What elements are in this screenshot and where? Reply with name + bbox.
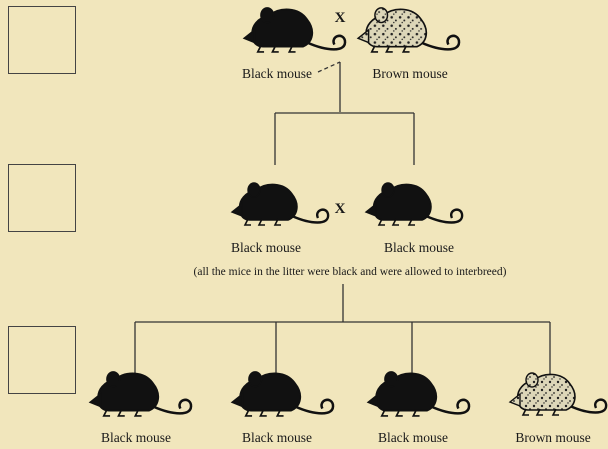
f2-label-4: Brown mouse: [515, 430, 590, 446]
f2-label-3: Black mouse: [378, 430, 448, 446]
f2-mouse-2-icon: [232, 372, 333, 416]
f2-label-2: Black mouse: [242, 430, 312, 446]
f2-label-1: Black mouse: [101, 430, 171, 446]
f2-mouse-1-icon: [90, 372, 191, 416]
parent-left-label: Black mouse: [242, 66, 312, 82]
cross-symbol-parents: X: [335, 10, 346, 27]
f1-mouse-left-icon: [232, 183, 328, 225]
f1-left-label: Black mouse: [231, 240, 301, 256]
f1-note: (all the mice in the litter were black a…: [194, 266, 507, 278]
f2-mouse-3-icon: [368, 372, 469, 416]
f1-mouse-right-icon: [366, 183, 462, 225]
cross-link-1: [318, 62, 340, 72]
parent-mouse-brown-icon: [358, 8, 459, 52]
f2-mouse-4-brown-icon: [510, 373, 606, 415]
parent-right-label: Brown mouse: [372, 66, 447, 82]
f1-right-label: Black mouse: [384, 240, 454, 256]
cross-symbol-f1: X: [335, 201, 346, 218]
parent-mouse-black-icon: [244, 8, 345, 52]
